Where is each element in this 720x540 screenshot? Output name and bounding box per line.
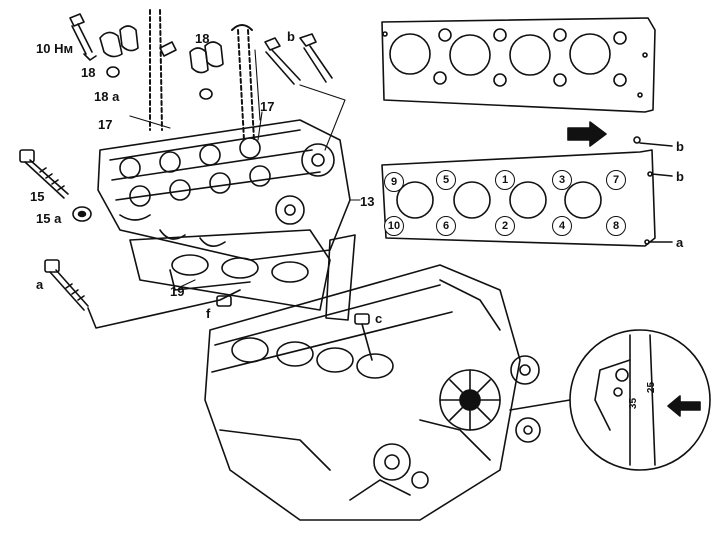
callout-c-dowel: c (375, 311, 383, 326)
callout-15a: 15 a (36, 211, 62, 226)
callout-18-left: 18 (81, 65, 96, 80)
seq-number-7: 7 (606, 170, 626, 190)
leader-lines (129, 49, 361, 288)
torque-label: 10 Нм (36, 41, 74, 56)
callout-f-dowel: f (206, 306, 211, 321)
arrow-left-icon (667, 395, 701, 417)
seq-number-8: 8 (606, 216, 626, 236)
timing-chains (149, 9, 255, 141)
seq-number-4: 4 (552, 216, 572, 236)
seq-number-9: 9 (384, 172, 404, 192)
gasket-callout-b2: b (676, 169, 684, 184)
seq-number-5: 5 (436, 170, 456, 190)
callout-17-right: 17 (260, 99, 275, 114)
seq-number-1: 1 (495, 170, 515, 190)
timing-mark-detail (509, 329, 711, 471)
seq-number-2: 2 (495, 216, 515, 236)
callout-a-bolt: a (36, 277, 44, 292)
timing-scale-35: 35 (628, 397, 640, 410)
gasket-callout-b1: b (676, 139, 684, 154)
camshaft-caps (99, 25, 224, 100)
head-gasket-diagram (381, 17, 673, 247)
callout-18-top: 18 (195, 31, 210, 46)
seq-number-3: 3 (552, 170, 572, 190)
seq-number-6: 6 (436, 216, 456, 236)
engine-block (204, 264, 541, 521)
callout-17-left: 17 (98, 117, 113, 132)
timing-scale-25: 25 (646, 381, 658, 394)
arrow-right-icon (567, 121, 607, 147)
cylinder-head (97, 119, 356, 321)
callout-19: 19 (170, 284, 185, 299)
seq-number-10: 10 (384, 216, 404, 236)
callout-18a: 18 a (94, 89, 120, 104)
callout-13: 13 (360, 194, 375, 209)
gasket-callout-a: a (676, 235, 684, 250)
callout-15: 15 (30, 189, 45, 204)
callout-b-top: b (287, 29, 295, 44)
